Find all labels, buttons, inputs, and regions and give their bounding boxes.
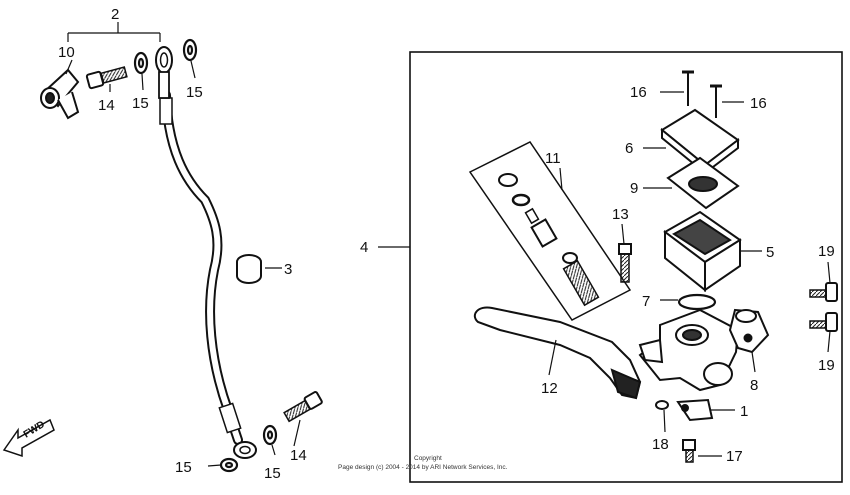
callout-12: 12 [541, 380, 558, 397]
banjo-bolt-upper [85, 66, 128, 90]
callout-15-d: 15 [264, 465, 281, 482]
callout-16-a: 16 [630, 84, 647, 101]
brake-light-switch [676, 398, 714, 422]
brake-lever [473, 306, 642, 400]
callout-3: 3 [284, 261, 292, 278]
pivot-cap [728, 308, 770, 354]
callout-4: 4 [360, 239, 368, 256]
diaphragm-plate [666, 156, 740, 210]
master-cylinder-body [638, 308, 740, 392]
callout-5: 5 [766, 244, 774, 261]
callout-15-a: 15 [132, 95, 149, 112]
callout-18: 18 [652, 436, 669, 453]
callout-11: 11 [545, 150, 561, 167]
callout-14-lower: 14 [290, 447, 307, 464]
callout-labels: 2 10 14 15 15 3 4 14 15 15 11 13 16 16 6… [58, 6, 835, 482]
callout-1: 1 [740, 403, 748, 420]
reservoir-body [663, 210, 742, 293]
callout-7: 7 [642, 293, 650, 310]
piston-kit [468, 141, 632, 321]
screw-17 [682, 439, 696, 463]
callout-9: 9 [630, 180, 638, 197]
assembly-frame [409, 51, 843, 483]
callout-17: 17 [726, 448, 743, 465]
callout-10: 10 [58, 44, 75, 61]
fwd-arrow-icon [2, 418, 55, 458]
callout-16-b: 16 [750, 95, 767, 112]
callout-8: 8 [750, 377, 758, 394]
callout-15-c: 15 [175, 459, 192, 476]
cover-screws [682, 70, 722, 118]
callout-2: 2 [111, 6, 119, 23]
bolt-13 [618, 243, 632, 283]
washer-18 [655, 400, 669, 410]
copyright-line-2: Page design (c) 2004 - 2014 by ARI Netwo… [338, 464, 508, 471]
callout-6: 6 [625, 140, 633, 157]
leader-lines [65, 59, 831, 467]
sealing-washers [133, 38, 278, 473]
hose-bracket [67, 22, 161, 42]
callout-14-upper: 14 [98, 97, 115, 114]
callout-19-a: 19 [818, 243, 835, 260]
banjo-bolt-lower [283, 391, 323, 423]
callout-15-b: 15 [186, 84, 203, 101]
o-ring [677, 293, 717, 311]
hose-boot [40, 68, 80, 120]
mirror-bolts [809, 282, 838, 332]
copyright-line-1: Copyright [414, 455, 442, 462]
brake-hose [155, 46, 257, 459]
callout-19-b: 19 [818, 357, 835, 374]
callout-13: 13 [612, 206, 629, 223]
hose-guide [236, 254, 262, 284]
